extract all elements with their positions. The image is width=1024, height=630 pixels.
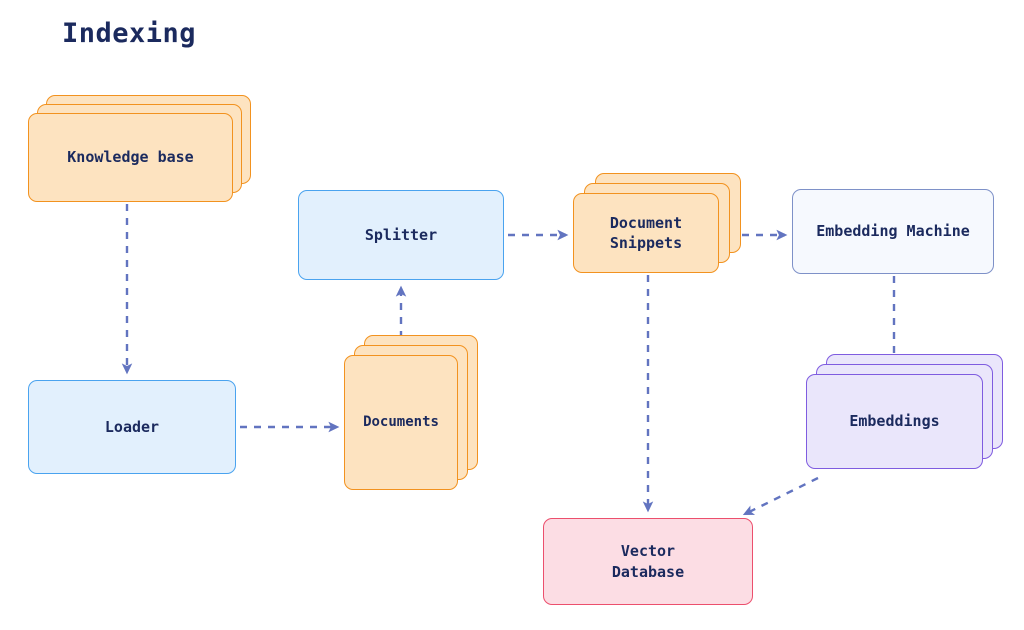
node-vector-database-label: Vector Database <box>611 542 685 581</box>
node-knowledge-base-label: Knowledge base <box>67 148 194 167</box>
node-document-snippets-label: Document Snippets <box>609 213 683 252</box>
node-embedding-machine-label: Embedding Machine <box>816 222 970 241</box>
node-document-snippets[interactable]: Document Snippets <box>573 193 719 273</box>
node-embeddings[interactable]: Embeddings <box>806 374 983 469</box>
node-documents[interactable]: Documents <box>344 355 458 490</box>
page-title: Indexing <box>62 18 197 49</box>
node-embedding-machine[interactable]: Embedding Machine <box>792 189 994 274</box>
node-embeddings-label: Embeddings <box>849 412 940 431</box>
node-loader-label: Loader <box>104 417 160 436</box>
node-loader[interactable]: Loader <box>28 380 236 474</box>
node-knowledge-base[interactable]: Knowledge base <box>28 113 233 202</box>
node-splitter[interactable]: Splitter <box>298 190 504 280</box>
node-documents-label: Documents <box>363 414 439 431</box>
node-splitter-label: Splitter <box>364 225 438 244</box>
edge-embeddings-to-vector-database <box>742 476 819 516</box>
node-vector-database[interactable]: Vector Database <box>543 518 753 605</box>
